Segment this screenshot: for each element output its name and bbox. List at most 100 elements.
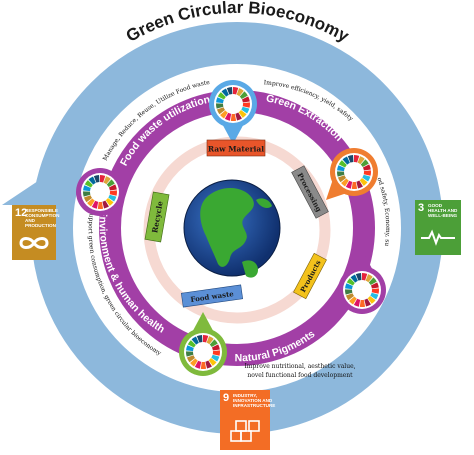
sdg-wheel-segment xyxy=(350,274,358,283)
sdg-wheel-segment xyxy=(186,345,194,352)
sdg-wheel-segment xyxy=(186,351,194,357)
cubes-icon xyxy=(230,420,260,442)
sdg-wheel-segment xyxy=(100,175,106,183)
sdg-wheel-segment xyxy=(338,160,347,168)
sdg-wheel-segment xyxy=(235,112,242,121)
sdg-wheel-segment xyxy=(345,293,355,301)
sdg-wheel-segment xyxy=(103,176,111,185)
sdg-wheel-segment xyxy=(360,159,369,168)
sdg-wheel-segment xyxy=(354,155,360,163)
pin-top-sdg-wheel-icon xyxy=(209,80,257,144)
sdg-9-number: 9 xyxy=(223,392,230,404)
sdg-wheel-segment xyxy=(368,277,377,286)
caption-natural-pigments-1: Improve nutritional, aesthetic value, xyxy=(244,363,355,370)
sdg-wheel-segment xyxy=(370,282,379,289)
sdg-wheel-segment xyxy=(203,335,209,343)
sdg-wheel-segment xyxy=(191,336,199,345)
sdg-wheel-segment xyxy=(242,102,250,108)
sdg-wheel-segment xyxy=(233,87,239,95)
sdg-9-title: Industry, innovation and infrastructure xyxy=(233,393,276,408)
sdg-wheel-segment xyxy=(211,344,220,351)
sdg-3-number: 3 xyxy=(418,202,425,214)
sdg-wheel-segment xyxy=(337,165,345,172)
pin-upper-right-sdg-wheel-icon xyxy=(326,148,378,200)
sdg-wheel-segment xyxy=(196,335,203,343)
sdg-wheel-segment xyxy=(359,178,368,186)
sdg-wheel-segment xyxy=(362,174,371,182)
sdg-wheel-segment xyxy=(345,283,353,290)
sdg-wheel-segment xyxy=(241,106,250,114)
sdg-wheel-segment xyxy=(359,299,366,307)
sdg-wheel-segment xyxy=(211,354,220,362)
sdg-12-number: 12 xyxy=(15,207,28,219)
sdg-wheel-segment xyxy=(216,107,226,115)
sdg-wheel-segment xyxy=(362,164,371,171)
sdg-wheel-segment xyxy=(84,180,93,188)
caption-natural-pigments-2: novel functional food development xyxy=(247,372,353,379)
infinity-icon xyxy=(19,237,49,249)
sdg-wheel-segment xyxy=(208,358,217,366)
sdg-wheel-segment xyxy=(362,273,368,281)
pin-upper-left-sdg-wheel-icon xyxy=(76,168,124,216)
sdg-wheel-segment xyxy=(226,87,233,95)
sdg-wheel-segment xyxy=(200,361,207,369)
sdg-wheel-segment xyxy=(106,179,115,188)
pin-lower-left-sdg-wheel-icon xyxy=(179,312,227,376)
sdg-wheel-segment xyxy=(239,91,248,100)
sdg-wheel-segment xyxy=(337,171,345,177)
food-waste-box: Food waste xyxy=(180,284,244,308)
sdg-wheel-segment xyxy=(357,156,365,165)
heartbeat-icon xyxy=(421,229,455,246)
pin-lower-right-sdg-wheel-icon xyxy=(338,250,386,314)
sdg-wheel-segment xyxy=(347,155,354,163)
sdg-wheel-segment xyxy=(93,175,100,183)
sdg-wheel-segment xyxy=(370,292,379,300)
sdg-wheel-segment xyxy=(217,92,226,100)
sdg-9-badge: 9 Industry, innovation and infrastructur… xyxy=(220,390,275,450)
sdg-wheel-segment xyxy=(194,360,202,369)
sdg-3-title: Good health and well-being xyxy=(428,203,458,218)
sdg-wheel-segment xyxy=(87,198,95,207)
raw-material-box: Raw Material xyxy=(206,139,266,157)
sdg-wheel-segment xyxy=(212,350,220,356)
sdg-wheel-segment xyxy=(83,195,93,203)
earth-globe-icon xyxy=(183,179,281,278)
sdg-wheel-segment xyxy=(367,296,376,304)
sdg-12-badge: 12 Responsible consumption and productio… xyxy=(12,205,59,260)
sdg-wheel-segment xyxy=(345,289,353,295)
sdg-wheel-segment xyxy=(221,88,229,97)
sdg-3-badge: 3 Good health and well-being xyxy=(415,200,461,255)
sdg-wheel-segment xyxy=(230,113,237,122)
sdg-wheel-segment xyxy=(186,355,196,363)
sdg-wheel-segment xyxy=(216,97,224,104)
sdg-wheel-segment xyxy=(363,170,372,176)
sdg-wheel-segment xyxy=(83,191,91,197)
sdg-wheel-segment xyxy=(91,200,99,209)
sdg-wheel-segment xyxy=(216,103,224,109)
sdg-wheel-segment xyxy=(341,178,349,187)
sdg-wheel-segment xyxy=(83,185,91,192)
sdg-wheel-segment xyxy=(108,184,117,191)
sdg-wheel-segment xyxy=(238,110,247,118)
sdg-wheel-segment xyxy=(105,198,114,206)
sdg-wheel-segment xyxy=(109,190,117,196)
sdg-wheel-segment xyxy=(102,200,109,209)
sdg-wheel-segment xyxy=(108,194,117,202)
sdg-wheel-segment xyxy=(355,273,362,281)
sdg-wheel-segment xyxy=(364,298,371,307)
sdg-wheel-segment xyxy=(241,96,250,103)
sdg-wheel-segment xyxy=(205,360,212,369)
sdg-wheel-segment xyxy=(356,180,363,189)
sdg-wheel-segment xyxy=(346,278,355,286)
sdg-wheel-segment xyxy=(97,201,104,209)
sdg-wheel-segment xyxy=(337,175,347,183)
sdg-wheel-segment xyxy=(88,176,96,185)
sdg-wheel-segment xyxy=(351,181,358,189)
recycle-box: Recycle xyxy=(144,191,170,243)
sdg-wheel-segment xyxy=(353,298,361,307)
sdg-wheel-segment xyxy=(236,88,244,97)
sdg-wheel-segment xyxy=(220,110,228,119)
sdg-wheel-segment xyxy=(190,358,198,367)
sdg-wheel-segment xyxy=(371,288,379,294)
